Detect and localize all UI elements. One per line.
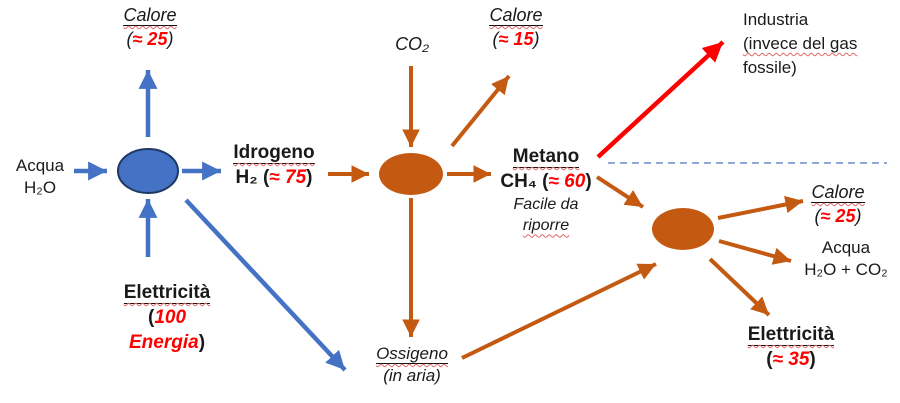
arrow-utilization-to-heat bbox=[717, 195, 804, 220]
heat-title-text: Calore bbox=[123, 5, 177, 26]
heat-value-number: ≈ 25 bbox=[132, 28, 168, 49]
water-line2: H₂O bbox=[23, 178, 57, 198]
arrow-utilization-to-electricity bbox=[708, 257, 771, 317]
arrow-methanation-to-heat bbox=[450, 74, 511, 148]
heat-right-title: Calore bbox=[786, 181, 890, 205]
electrolysis-node bbox=[117, 148, 179, 194]
oxygen-title: Ossigeno bbox=[356, 343, 468, 365]
arrow-utilization-to-water-co2 bbox=[718, 239, 792, 265]
heat-right-value: (≈ 25) bbox=[786, 205, 890, 229]
oxygen-note: (in aria) bbox=[383, 366, 441, 386]
methane-note-line2: riporre bbox=[488, 215, 604, 236]
close-paren: ) bbox=[198, 332, 206, 354]
electricity-out-number: ≈ 35 bbox=[772, 349, 810, 371]
electricity-in-value: (100 Energia) bbox=[121, 305, 213, 355]
label-hydrogen: Idrogeno H₂ (≈ 75) bbox=[215, 140, 333, 190]
close-paren: ) bbox=[585, 171, 592, 193]
open-paren: ( bbox=[126, 28, 133, 49]
water-out-line2: H₂O + CO₂ bbox=[804, 260, 888, 280]
arrow-methane-to-industry bbox=[596, 40, 725, 159]
methane-note-line2-text: riporre bbox=[522, 217, 570, 235]
methane-title: Metano bbox=[488, 144, 604, 169]
heat-title: Calore bbox=[98, 4, 202, 28]
label-electricity-input: Elettricità (100 Energia) bbox=[108, 280, 226, 355]
hydrogen-title: Idrogeno bbox=[215, 140, 333, 165]
heat-value: (≈ 25) bbox=[98, 28, 202, 52]
label-water-input: Acqua H₂O bbox=[2, 155, 78, 200]
methane-formula: CH₄ ( bbox=[500, 171, 549, 193]
electricity-out-title-text: Elettricità bbox=[747, 324, 835, 346]
arrow-oxygen-to-utilization bbox=[461, 262, 657, 360]
open-paren: ( bbox=[492, 28, 499, 49]
label-industry: Industria (invece del gas fossile) bbox=[743, 8, 893, 80]
heat-mid-value: (≈ 15) bbox=[464, 28, 568, 52]
industry-line2: (invece del gas bbox=[743, 32, 893, 56]
hydrogen-value-number: ≈ 75 bbox=[269, 167, 307, 189]
label-heat-utilization: Calore (≈ 25) bbox=[786, 181, 890, 229]
heat-right-title-text: Calore bbox=[811, 182, 865, 203]
methanation-node bbox=[379, 153, 443, 195]
label-electricity-output: Elettricità (≈ 35) bbox=[732, 322, 850, 372]
industry-line1: Industria bbox=[743, 10, 809, 29]
arrow-electrolysis-to-oxygen bbox=[184, 198, 347, 372]
heat-right-number: ≈ 25 bbox=[820, 205, 856, 226]
heat-mid-title-text: Calore bbox=[489, 5, 543, 26]
close-paren: ) bbox=[306, 167, 313, 189]
open-paren: ( bbox=[766, 349, 773, 371]
electricity-in-title-text: Elettricità bbox=[123, 282, 211, 304]
close-paren: ) bbox=[533, 28, 540, 49]
label-methane: Metano CH₄ (≈ 60) Facile da riporre bbox=[488, 144, 604, 236]
open-paren: ( bbox=[814, 205, 821, 226]
electricity-out-value: (≈ 35) bbox=[732, 347, 850, 372]
label-water-co2-output: Acqua H₂O + CO₂ bbox=[794, 237, 898, 282]
methane-value: CH₄ (≈ 60) bbox=[488, 169, 604, 194]
industry-line2-text: (invece del gas bbox=[743, 34, 858, 54]
water-out-line1: Acqua bbox=[821, 238, 871, 257]
hydrogen-value: H₂ (≈ 75) bbox=[215, 165, 333, 190]
utilization-node bbox=[652, 208, 714, 250]
arrow-methane-to-utilization bbox=[595, 175, 645, 209]
open-paren: ( bbox=[147, 307, 155, 329]
electricity-in-title: Elettricità bbox=[108, 280, 226, 305]
water-line1: Acqua bbox=[15, 156, 65, 175]
close-paren: ) bbox=[809, 349, 816, 371]
label-co2-input: CO₂ bbox=[382, 33, 442, 57]
electricity-in-number: 100 Energia bbox=[128, 307, 199, 354]
label-heat-methanation: Calore (≈ 15) bbox=[464, 4, 568, 52]
heat-mid-title: Calore bbox=[464, 4, 568, 28]
heat-mid-number: ≈ 15 bbox=[498, 28, 534, 49]
electricity-out-title: Elettricità bbox=[732, 322, 850, 347]
label-oxygen: Ossigeno (in aria) bbox=[356, 343, 468, 388]
oxygen-title-text: Ossigeno bbox=[376, 344, 448, 364]
hydrogen-formula: H₂ ( bbox=[235, 167, 270, 189]
methane-title-text: Metano bbox=[512, 146, 580, 168]
label-heat-electrolysis: Calore (≈ 25) bbox=[98, 4, 202, 52]
close-paren: ) bbox=[855, 205, 862, 226]
methane-number: ≈ 60 bbox=[548, 171, 586, 193]
hydrogen-title-text: Idrogeno bbox=[233, 142, 315, 164]
close-paren: ) bbox=[167, 28, 174, 49]
co2-text: CO₂ bbox=[395, 34, 429, 54]
industry-line3: fossile) bbox=[743, 58, 797, 78]
methane-note-line1: Facile da bbox=[513, 196, 579, 214]
